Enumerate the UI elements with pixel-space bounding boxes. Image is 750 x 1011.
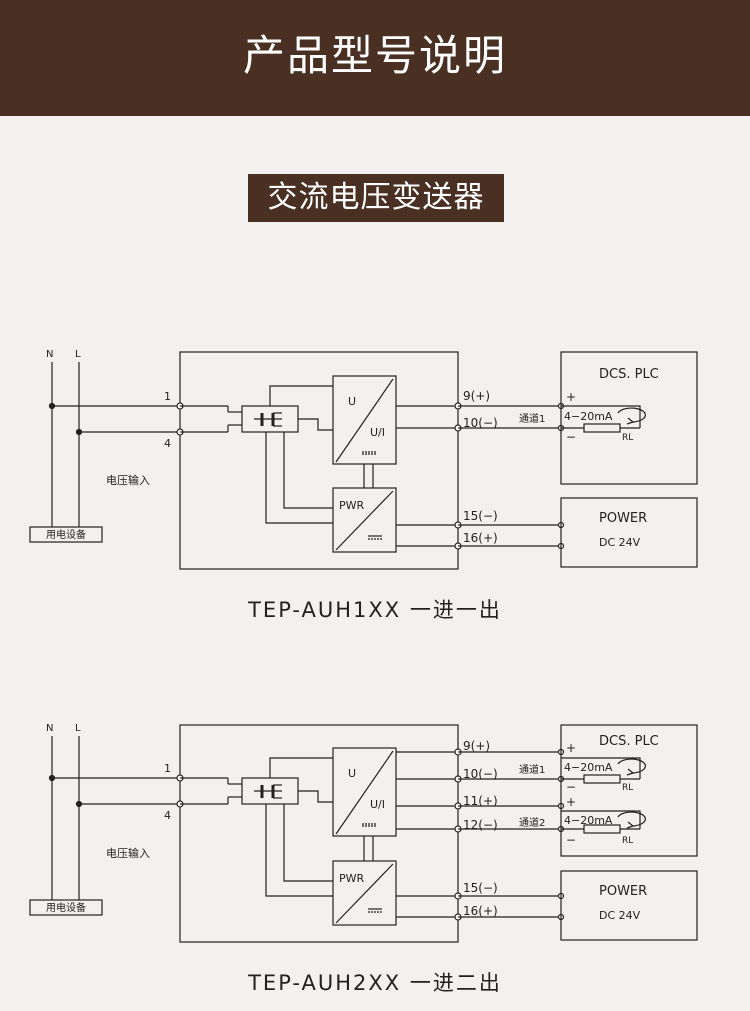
dcs-plc-box — [560, 351, 698, 485]
rl-label-1: RL — [622, 783, 633, 793]
range-label: 4−20mA — [564, 410, 613, 423]
terminal-16-label: 16(+) — [463, 531, 498, 545]
section-title: 交流电压变送器 — [267, 180, 485, 215]
module-enclosure — [179, 351, 459, 570]
power-box — [560, 497, 698, 568]
channel-1-label: 通道1 — [519, 763, 545, 776]
pwr-label: PWR — [339, 499, 365, 512]
dcs-minus-2: − — [566, 833, 576, 847]
supply-n-label: N — [46, 349, 53, 360]
voltage-input-label: 电压输入 — [106, 473, 150, 487]
terminal-4-label: 4 — [164, 437, 171, 450]
terminal-4-label: 4 — [164, 809, 171, 822]
equipment-box — [29, 899, 103, 916]
terminal-10-label: 10(−) — [463, 416, 498, 430]
module-enclosure — [179, 724, 459, 943]
load-resistor — [583, 423, 621, 433]
rl-label-2: RL — [622, 836, 633, 846]
dcs-plus-1: + — [566, 741, 576, 755]
channel-2-label: 通道2 — [519, 816, 545, 829]
dcs-plus: + — [566, 390, 576, 404]
terminal-11-label: 11(+) — [463, 794, 498, 808]
load-resistor-1 — [583, 774, 621, 784]
model-caption-2: TEP-AUH2XX 一进二出 — [248, 971, 502, 995]
power-spec: DC 24V — [599, 536, 641, 549]
power-spec: DC 24V — [599, 909, 641, 922]
supply-l-label: L — [75, 723, 81, 734]
diagram-1: N L 用电设备 1 4 电压输入 — [29, 349, 698, 570]
terminal-12-label: 12(−) — [463, 818, 498, 832]
u-label: U — [348, 395, 356, 408]
u-label: U — [348, 767, 356, 780]
rl-label: RL — [622, 433, 633, 443]
voltage-input-label: 电压输入 — [106, 846, 150, 860]
supply-n-label: N — [46, 723, 53, 734]
power-title: POWER — [599, 884, 647, 899]
dcs-minus-1: − — [566, 780, 576, 794]
terminal-10-label: 10(−) — [463, 767, 498, 781]
diagram-2: N L 用电设备 1 4 电压输入 U U/I — [29, 723, 698, 943]
terminal-1-label: 1 — [164, 762, 171, 775]
equipment-label: 用电设备 — [46, 528, 86, 541]
section-title-box — [248, 174, 504, 222]
terminal-9-label: 9(+) — [463, 739, 490, 753]
dcs-title: DCS. PLC — [599, 734, 659, 749]
terminal-15-label: 15(−) — [463, 509, 498, 523]
equipment-box — [29, 526, 103, 543]
pwr-label: PWR — [339, 872, 365, 885]
dcs-plus-2: + — [566, 795, 576, 809]
equipment-label: 用电设备 — [46, 901, 86, 914]
ui-label: U/I — [370, 798, 385, 811]
terminal-15-label: 15(−) — [463, 881, 498, 895]
dcs-title: DCS. PLC — [599, 367, 659, 382]
dcs-minus: − — [566, 430, 576, 444]
range-label-2: 4−20mA — [564, 814, 613, 827]
power-title: POWER — [599, 511, 647, 526]
header-banner — [0, 0, 750, 116]
supply-l-label: L — [75, 349, 81, 360]
page-title: 产品型号说明 — [242, 31, 507, 80]
terminal-1-label: 1 — [164, 390, 171, 403]
channel-1-label: 通道1 — [519, 412, 545, 425]
terminal-16-label: 16(+) — [463, 904, 498, 918]
ui-label: U/I — [370, 426, 385, 439]
terminal-9-label: 9(+) — [463, 389, 490, 403]
dcs-plc-box — [560, 724, 698, 857]
range-label-1: 4−20mA — [564, 761, 613, 774]
power-box — [560, 870, 698, 941]
model-caption-1: TEP-AUH1XX 一进一出 — [248, 598, 502, 622]
